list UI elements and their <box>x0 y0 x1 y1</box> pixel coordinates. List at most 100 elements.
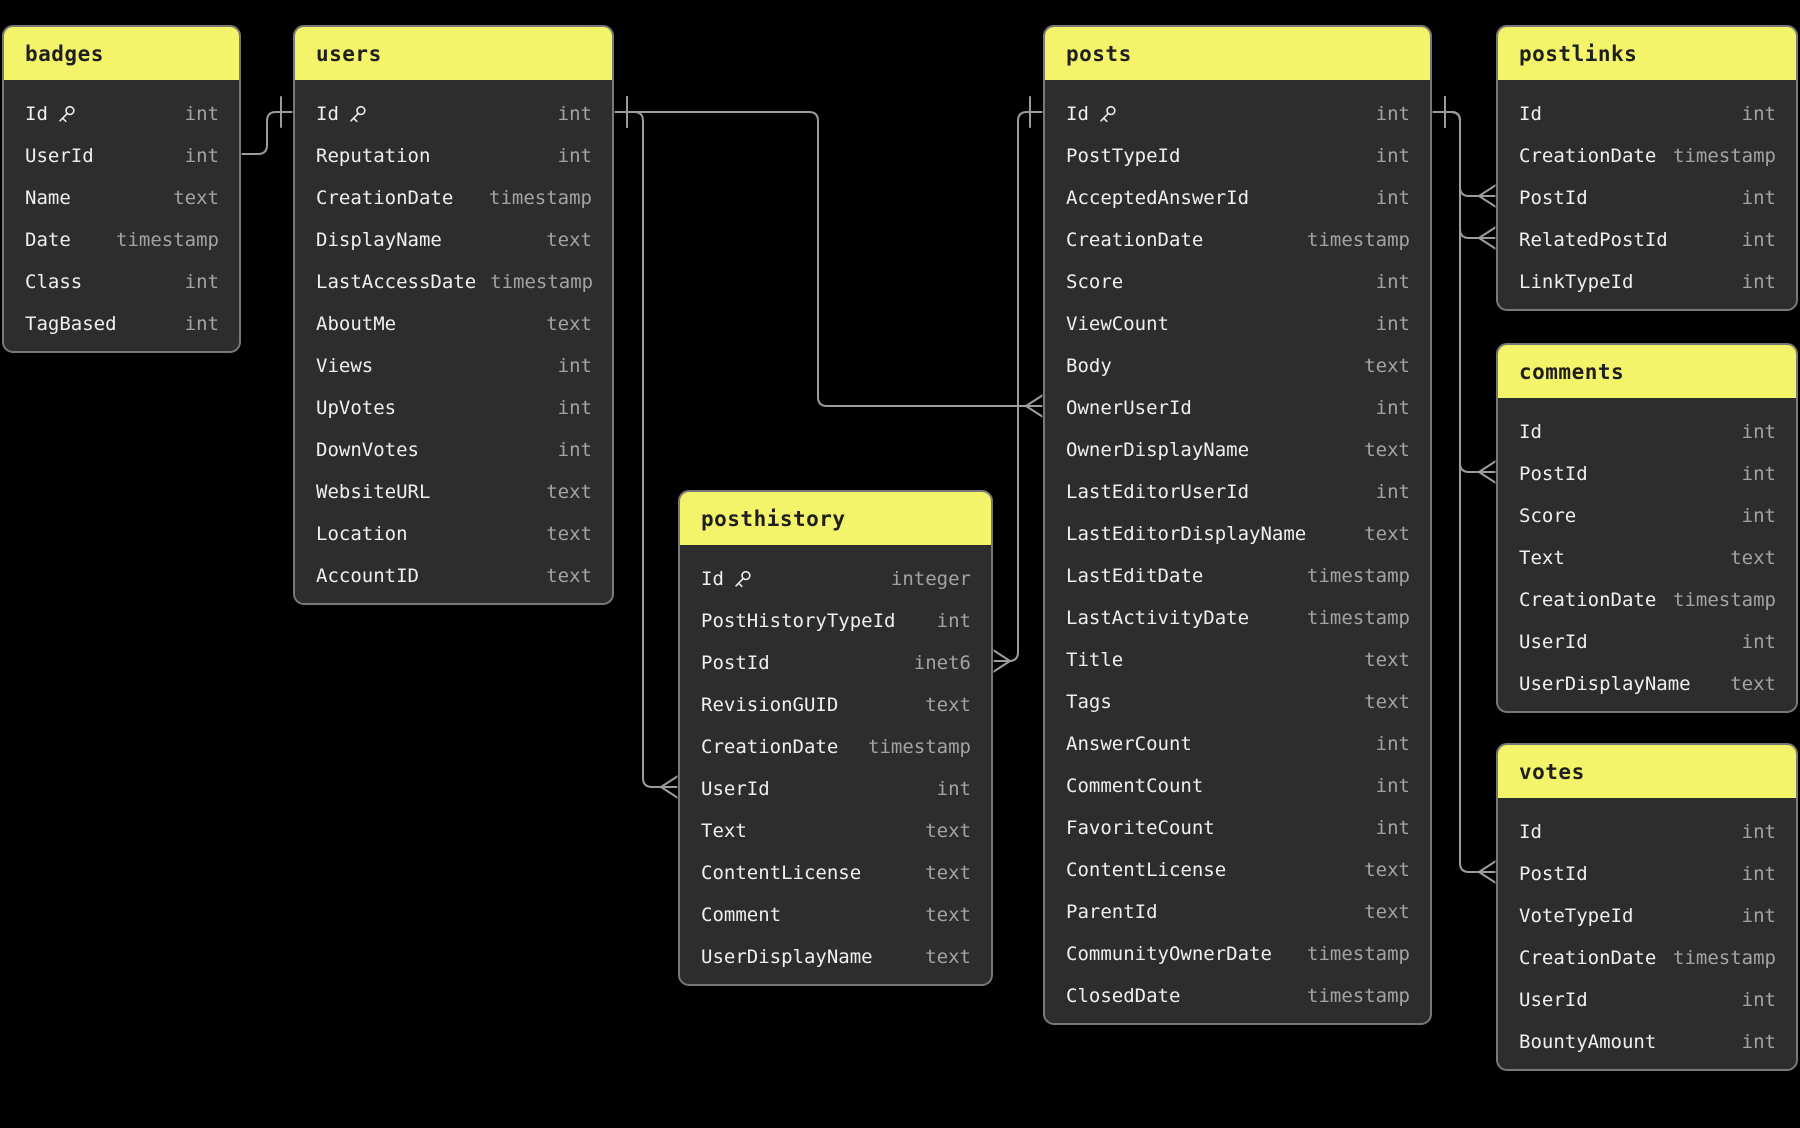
relationship-line-6 <box>1431 111 1497 473</box>
field-name: UserDisplayName <box>701 946 873 968</box>
relationship-line-2 <box>613 111 1044 407</box>
field-name: ContentLicense <box>701 862 862 884</box>
field-row-comments-UserDisplayName: UserDisplayName text <box>1498 663 1796 705</box>
field-name: UserId <box>25 145 94 167</box>
field-name: Id <box>1519 103 1542 125</box>
field-type: int <box>557 397 592 419</box>
field-type: timestamp <box>1307 985 1410 1007</box>
primary-key-icon <box>733 570 752 589</box>
table-header-users[interactable]: users <box>295 27 612 80</box>
field-type: int <box>1741 421 1776 443</box>
field-row-posthistory-ContentLicense: ContentLicense text <box>680 852 991 894</box>
field-name: VoteTypeId <box>1519 905 1634 927</box>
field-type: int <box>1741 631 1776 653</box>
table-header-postlinks[interactable]: postlinks <box>1498 27 1796 80</box>
field-type: int <box>557 103 592 125</box>
field-name: Text <box>1519 547 1565 569</box>
field-name: Id <box>316 103 339 125</box>
field-name: UserDisplayName <box>1519 673 1691 695</box>
field-type: text <box>546 313 592 335</box>
crowfoot-6 <box>1478 460 1497 473</box>
field-type: int <box>557 439 592 461</box>
field-name: CreationDate <box>1519 145 1657 167</box>
field-type: text <box>925 862 971 884</box>
field-row-users-Id: Id int <box>295 93 612 135</box>
field-name: BountyAmount <box>1519 1031 1657 1053</box>
field-name: Reputation <box>316 145 431 167</box>
field-type: timestamp <box>1673 589 1776 611</box>
table-header-comments[interactable]: comments <box>1498 345 1796 398</box>
field-name: CreationDate <box>1519 947 1657 969</box>
crowfoot-2 <box>1025 394 1044 407</box>
crowfoot-2 <box>1025 405 1044 418</box>
field-name: Date <box>25 229 71 251</box>
crowfoot-1 <box>660 775 679 788</box>
field-name: ViewCount <box>1066 313 1169 335</box>
field-name: OwnerUserId <box>1066 397 1192 419</box>
table-header-votes[interactable]: votes <box>1498 745 1796 798</box>
table-header-badges[interactable]: badges <box>4 27 239 80</box>
field-type: text <box>1730 547 1776 569</box>
field-type: int <box>1741 187 1776 209</box>
table-title: users <box>316 41 382 66</box>
table-header-posts[interactable]: posts <box>1045 27 1430 80</box>
relationship-line-5 <box>1431 111 1497 239</box>
field-type: timestamp <box>1673 947 1776 969</box>
field-type: text <box>546 229 592 251</box>
field-name: CreationDate <box>1519 589 1657 611</box>
field-name: Id <box>701 568 724 590</box>
field-name: CreationDate <box>1066 229 1204 251</box>
field-name: LastActivityDate <box>1066 607 1250 629</box>
field-name: Id <box>1519 421 1542 443</box>
crowfoot-1 <box>660 786 679 799</box>
field-type: int <box>1375 187 1410 209</box>
table-title: comments <box>1519 359 1625 384</box>
table-header-posthistory[interactable]: posthistory <box>680 492 991 545</box>
relationship-line-1 <box>613 111 679 788</box>
field-type: text <box>925 694 971 716</box>
field-name: LinkTypeId <box>1519 271 1634 293</box>
field-type: text <box>1730 673 1776 695</box>
field-type: text <box>173 187 219 209</box>
crowfoot-5 <box>1478 226 1497 239</box>
relationship-line-3 <box>992 111 1044 662</box>
field-name: CreationDate <box>701 736 839 758</box>
field-row-comments-Id: Id int <box>1498 411 1796 453</box>
table-title: postlinks <box>1519 41 1638 66</box>
table-title: votes <box>1519 759 1585 784</box>
